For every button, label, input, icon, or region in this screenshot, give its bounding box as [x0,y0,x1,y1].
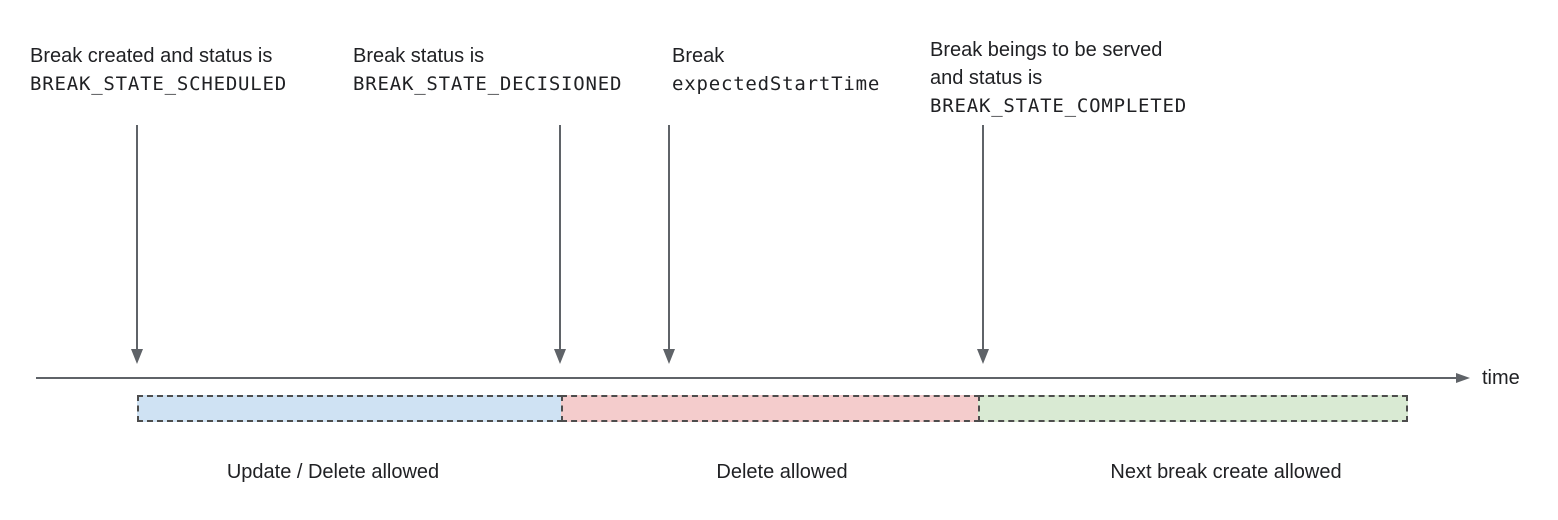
annotation-text: Break [672,45,725,67]
annotation-break-scheduled: Break created and status is BREAK_STATE_… [30,42,287,98]
arrowhead-down-icon [977,349,989,364]
segment-label-update-delete-allowed: Update / Delete allowed [226,461,440,483]
annotation-expected-start-time: Break expectedStartTime [672,42,880,98]
annotation-break-completed: Break beings to be served and status is … [930,36,1187,120]
arrowhead-down-icon [554,349,566,364]
segment-delete-allowed [561,395,980,422]
annotation-text: Break beings to be served [930,39,1163,61]
annotation-code-text: BREAK_STATE_DECISIONED [353,73,623,95]
down-arrow-expected-start-time [663,125,675,364]
arrowhead-right-icon [1456,373,1470,383]
annotation-code-text: BREAK_STATE_COMPLETED [930,95,1188,117]
time-axis-label: time [1482,367,1520,389]
timeline-axis [36,373,1470,383]
annotation-code-text: BREAK_STATE_SCHEDULED [30,73,288,95]
annotation-break-decisioned: Break status is BREAK_STATE_DECISIONED [353,42,622,98]
segment-update-delete-allowed [137,395,563,422]
annotation-text: Break status is [353,45,485,67]
annotation-code-text: expectedStartTime [672,73,881,95]
annotation-text: and status is [930,67,1043,89]
down-arrow-decisioned [554,125,566,364]
down-arrow-scheduled [131,125,143,364]
segment-label-next-break-create-allowed: Next break create allowed [1110,461,1342,483]
down-arrow-completed [977,125,989,364]
segment-next-break-create-allowed [978,395,1408,422]
arrowhead-down-icon [663,349,675,364]
segment-label-delete-allowed: Delete allowed [716,461,848,483]
arrowhead-down-icon [131,349,143,364]
annotation-text: Break created and status is [30,45,273,67]
